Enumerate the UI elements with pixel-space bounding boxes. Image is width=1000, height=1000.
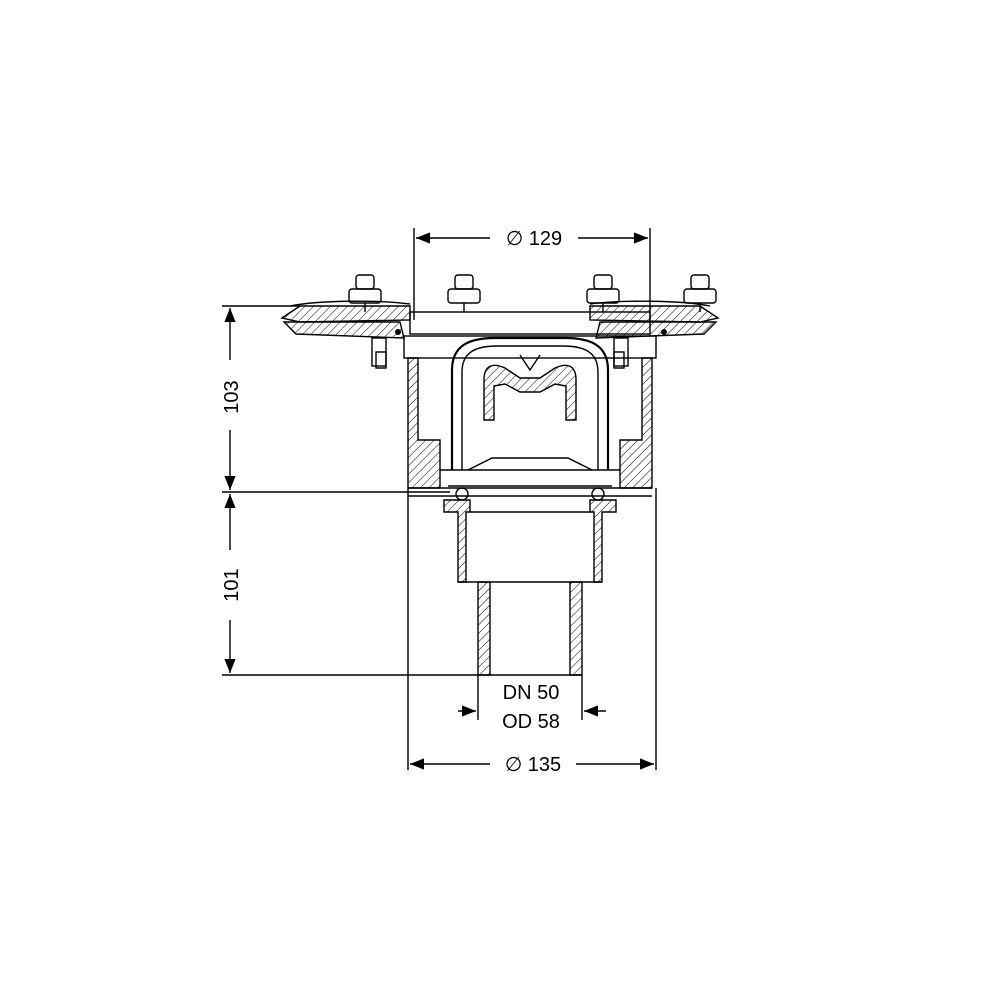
seal-left (455, 487, 469, 501)
top-diameter-label: ∅ 129 (506, 228, 562, 250)
dimension-top-diameter: ∅ 129 (413, 228, 651, 320)
clamp-ring-left (282, 321, 405, 339)
drain-body (280, 274, 720, 676)
bolt-4 (683, 274, 717, 312)
connector-wall-left (443, 499, 471, 583)
seal-right (591, 487, 605, 501)
dimension-upper-height: 103 (221, 305, 450, 493)
outlet-pipe-right (569, 581, 583, 676)
ring (403, 335, 657, 359)
trap-insert (483, 364, 577, 421)
connector-wall-right (589, 499, 617, 583)
body-wall-left (407, 357, 441, 489)
outlet-pipe-left (477, 581, 491, 676)
pipe-nominal-label: DN 50 (503, 682, 560, 704)
pipe-outer-label: OD 58 (502, 711, 560, 733)
lower-height-label: 101 (221, 568, 243, 601)
dimension-pipe: DN 50 OD 58 (458, 675, 606, 733)
bolt-3 (586, 274, 620, 312)
trap-bell (450, 336, 610, 470)
upper-height-label: 103 (221, 380, 243, 413)
side-clamp-left (371, 329, 401, 369)
dimension-bottom-diameter: ∅ 135 (407, 488, 657, 776)
side-clamp-right (613, 329, 667, 369)
bolt-1 (348, 274, 382, 312)
dimension-lower-height: 101 (221, 494, 478, 676)
flange-right (589, 305, 720, 323)
body-wall-right (619, 357, 653, 489)
bolt-2 (447, 274, 481, 312)
bottom-diameter-label: ∅ 135 (505, 754, 561, 776)
flange-left (280, 305, 411, 323)
grate-frame (409, 311, 651, 335)
